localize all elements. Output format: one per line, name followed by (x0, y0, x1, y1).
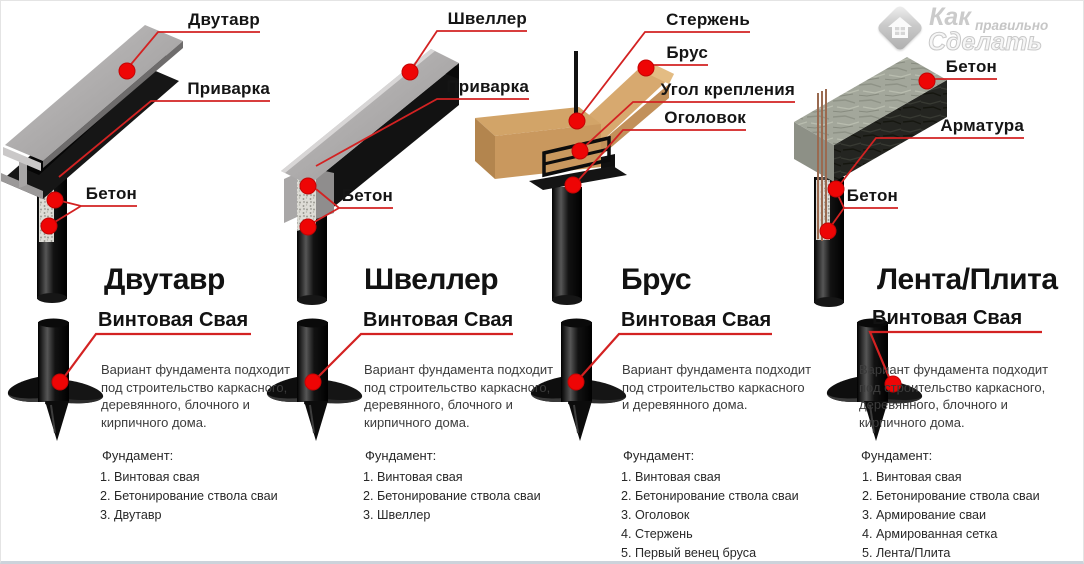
timber-end-face (475, 118, 495, 179)
watermark-word-3: Сделать (927, 28, 1043, 57)
foundation-step: 1. Винтовая свая (363, 470, 463, 484)
foundation-step: 4. Армированная сетка (862, 527, 998, 541)
foundation-heading-1: Фундамент: (102, 448, 174, 463)
rebar (817, 89, 827, 241)
timber-angled-top (574, 61, 674, 142)
column-title-1: Двутавр (104, 263, 225, 296)
foundation-heading-2: Фундамент: (365, 448, 437, 463)
foundation-step: 3. Армирование сваи (862, 508, 987, 522)
foundation-steps-1: 1. Винтовая свая 2. Бетонирование ствола … (100, 468, 278, 525)
ibeam-top-flange (5, 25, 183, 161)
foundation-step: 1. Винтовая свая (621, 470, 721, 484)
callout-privarka-2: Приварка (446, 77, 529, 96)
diagram-channel (281, 49, 459, 305)
column-description-1: Вариант фундамента подходит под строител… (101, 362, 291, 430)
foundation-steps-3: 1. Винтовая свая 2. Бетонирование ствола … (621, 468, 799, 561)
pile-tube (552, 187, 582, 301)
channel-right-leg (316, 169, 334, 219)
callout-ogolovok: Оголовок (664, 108, 746, 127)
column-title-2: Швеллер (364, 263, 499, 296)
cap-plate (529, 166, 627, 190)
column-subtitle-1: Винтовая Свая (98, 309, 249, 331)
foundation-step: 4. Стержень (621, 527, 693, 541)
column-title-3: Брус (621, 263, 692, 296)
callout-beton-pile: Бетон (846, 186, 898, 205)
channel-left-leg (284, 173, 297, 223)
foundation-step: 5. Лента/Плита (862, 546, 951, 560)
watermark-word-1: Как (929, 3, 971, 31)
marker-dots (40, 59, 936, 393)
callout-beton-top: Бетон (945, 57, 997, 76)
foundation-steps-2: 1. Винтовая свая 2. Бетонирование ствола … (363, 468, 541, 525)
callout-sterzhen: Стержень (666, 10, 750, 29)
foundation-step: 3. Двутавр (100, 508, 162, 522)
diagram-timber (475, 51, 674, 305)
foundation-step: 3. Швеллер (363, 508, 431, 522)
timber-horizontal-top (475, 107, 601, 136)
foundation-step: 1. Винтовая свая (100, 470, 200, 484)
foundation-heading-4: Фундамент: (861, 448, 933, 463)
column-subtitle-4: Винтовая Свая (872, 307, 1023, 329)
block-top (794, 57, 947, 145)
foundation-step: 1. Винтовая свая (862, 470, 962, 484)
watermark-diamond (875, 3, 925, 53)
house-icon (887, 15, 913, 41)
channel-side (309, 63, 459, 227)
column-subtitle-2: Винтовая Свая (363, 309, 514, 331)
callout-privarka-1: Приварка (187, 79, 270, 98)
watermark-word-2: правильно (975, 18, 1049, 33)
callout-lines (49, 30, 1042, 383)
callout-beton-1: Бетон (85, 184, 137, 203)
callout-brus: Брус (666, 43, 708, 62)
column-subtitle-3: Винтовая Свая (621, 309, 772, 331)
callout-shveller: Швеллер (447, 9, 527, 28)
block-end (794, 122, 834, 182)
channel-top (281, 49, 459, 185)
callout-dvutavr: Двутавр (188, 10, 260, 29)
column-description-2: Вариант фундамента подходит под строител… (364, 362, 554, 430)
callout-beton-2: Бетон (341, 186, 393, 205)
foundation-step: 5. Первый венец бруса (621, 546, 757, 560)
foundation-step: 2. Бетонирование ствола сваи (621, 489, 799, 503)
callout-ugol: Угол крепления (660, 80, 795, 99)
diagram-ibeam (1, 25, 183, 303)
foundation-step: 2. Бетонирование ствола сваи (100, 489, 278, 503)
column-description-4: Вариант фундамента подходит под строител… (859, 362, 1049, 430)
foundation-step: 2. Бетонирование ствола сваи (862, 489, 1040, 503)
foundation-heading-3: Фундамент: (623, 448, 695, 463)
column-title-4: Лента/Плита (877, 263, 1058, 296)
foundation-step: 3. Оголовок (621, 508, 690, 522)
column-description-3: Вариант фундамента подходит под строител… (622, 362, 812, 413)
watermark-logo: Как правильно Сделать (869, 3, 1083, 59)
foundation-step: 2. Бетонирование ствола сваи (363, 489, 541, 503)
callout-armatura: Арматура (940, 116, 1024, 135)
foundation-steps-4: 1. Винтовая свая 2. Бетонирование ствола … (862, 468, 1040, 561)
